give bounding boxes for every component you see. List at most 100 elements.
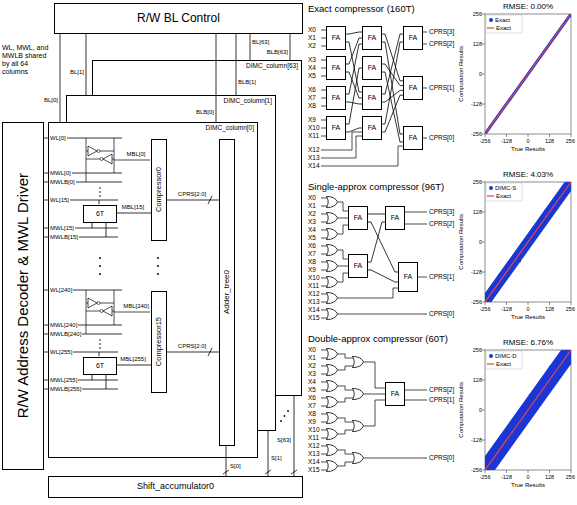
box-text: Compressor0: [155, 167, 163, 212]
tick-label-holder: -128: [501, 138, 512, 144]
output-label-holder: CPRS[0]: [429, 134, 454, 141]
signal-label: WL[15]: [49, 197, 70, 204]
tick-label: -256: [479, 138, 490, 144]
output-label: CPRS[1]: [429, 273, 454, 280]
or-gate: [326, 228, 337, 239]
scatter-plot: [482, 182, 571, 305]
box-text: 6T: [96, 210, 104, 218]
axis-title-holder: True Results: [511, 482, 545, 489]
plot-title-holder: RMSE: 6.76%: [503, 338, 553, 347]
input-label-holder: X6: [308, 394, 316, 401]
box-text: Adder_tree0: [223, 270, 232, 314]
box-text: FA: [368, 124, 377, 132]
scatter-plot: [482, 14, 571, 137]
legend-text: Exact: [496, 193, 511, 200]
signal-label: BLB[0]: [196, 109, 214, 116]
input-label-holder: X2: [308, 362, 316, 369]
wire: [368, 270, 398, 282]
input-label-holder: X5: [308, 234, 316, 241]
legend-text-holder: DIMC-D: [495, 353, 517, 360]
sram-cell: [86, 290, 150, 334]
signal-label: CPRS[2:0]: [178, 343, 206, 350]
tick-label-holder: 128: [545, 138, 554, 144]
full-adder-box: FA: [403, 26, 423, 50]
signal-label-holder: S[63]: [277, 437, 291, 444]
input-label-holder: X8: [308, 410, 316, 417]
signal-label-holder: WL[15]: [49, 197, 70, 204]
accumulator-box: Shift_accumulator0: [48, 476, 303, 498]
input-label: X12: [308, 442, 320, 449]
full-adder-box: FA: [326, 116, 346, 140]
input-label-holder: X1: [308, 202, 316, 209]
tick-label-holder: 0: [479, 71, 482, 77]
compressor-box: Compressor0: [151, 139, 167, 241]
tick-label-holder: -256: [479, 138, 490, 144]
wire: [294, 396, 295, 476]
input-label-holder: X4: [308, 64, 316, 71]
ellipsis-dot: [99, 265, 101, 267]
tick-label: -256: [479, 474, 490, 480]
tick-label: -128: [501, 138, 512, 144]
input-label-holder: X12: [308, 290, 320, 297]
input-label: X15: [308, 314, 320, 321]
wire: [368, 222, 398, 272]
axis-title-holder: True Results: [511, 146, 545, 153]
output-label: CPRS[0]: [429, 134, 454, 141]
data-band: [485, 350, 571, 470]
input-label-holder: X5: [308, 386, 316, 393]
legend-swatch: [489, 186, 493, 190]
input-label-holder: X13: [308, 450, 320, 457]
full-adder-box: FA: [385, 382, 405, 406]
wire: [346, 68, 362, 124]
tick-label-holder: 256: [566, 306, 575, 312]
full-adder-box: FA: [326, 26, 346, 50]
or-gate: [326, 348, 337, 359]
input-label: X11: [308, 132, 319, 139]
plot-frame: [485, 350, 571, 470]
input-label-holder: X6: [308, 242, 316, 249]
bus-slash: [208, 196, 297, 474]
input-label: X0: [308, 194, 316, 201]
box-text: FA: [368, 64, 377, 72]
signal-label-holder: MBL[0]: [126, 151, 145, 158]
ellipsis-dot: [99, 257, 101, 259]
output-label-holder: CPRS[2]: [429, 40, 454, 47]
input-label: X10: [308, 124, 320, 131]
wire: [290, 34, 291, 60]
sram-cell: [86, 138, 150, 182]
full-adder-box: FA: [362, 26, 382, 50]
signal-label-holder: MBL[240]: [123, 303, 149, 310]
input-label-holder: X1: [308, 34, 316, 41]
signal-label: BL[63]: [252, 39, 269, 46]
section-title: Single-approx compressor (96T): [308, 182, 444, 193]
ellipsis-dot: [99, 187, 101, 189]
ellipsis-dot: [157, 257, 159, 259]
tick-label-holder: 128: [473, 41, 482, 47]
output-label: CPRS[0]: [429, 310, 454, 317]
input-label: X7: [308, 250, 316, 257]
box-text: Compressor15: [155, 317, 163, 366]
output-label: CPRS[2]: [429, 220, 454, 227]
tick-label-holder: -128: [501, 306, 512, 312]
or-gate: [326, 276, 337, 287]
input-label: X15: [308, 466, 320, 473]
signal-label: BL[0]: [44, 97, 58, 104]
or-gate: [352, 356, 363, 367]
signal-label: MWL[0]: [49, 170, 72, 177]
legend-text-holder: Exact: [495, 17, 510, 24]
ellipsis-dot: [99, 347, 101, 349]
control-box: R/W BL Control: [54, 3, 303, 34]
legend-swatch: [489, 18, 493, 22]
wire: [236, 34, 237, 95]
or-gate: [326, 396, 337, 407]
tick-label-holder: 256: [566, 474, 575, 480]
wire: [250, 34, 251, 60]
tick-label: -128: [471, 269, 482, 275]
signal-label: MWL[240]: [49, 322, 78, 329]
signal-label: BL[1]: [70, 69, 84, 76]
input-label: X3: [308, 218, 316, 225]
signal-label-holder: S[0]: [230, 463, 241, 470]
plot-frame: [485, 182, 571, 302]
output-label-holder: CPRS[3]: [429, 28, 454, 35]
tick-label-holder: 128: [473, 209, 482, 215]
